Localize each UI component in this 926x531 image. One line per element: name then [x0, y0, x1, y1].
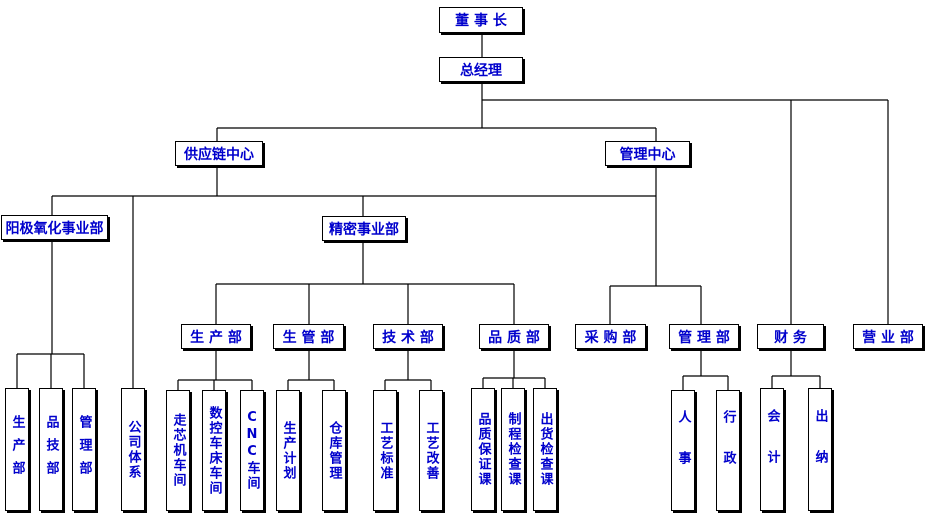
purchasing-dept-box: 采 购 部 — [575, 324, 646, 349]
quality-dept-box: 品 质 部 — [479, 324, 549, 349]
anodizing-management-box: 管理部 — [72, 388, 96, 511]
human-resources-box: 人事 — [671, 390, 695, 511]
process-standard-box: 工艺标准 — [373, 390, 397, 511]
production-planning-box: 生产计划 — [276, 390, 300, 511]
administration-dept-box: 管 理 部 — [669, 324, 739, 349]
anodizing-quality-tech-box: 品技部 — [39, 388, 63, 511]
chairman-box: 董 事 长 — [439, 7, 523, 33]
company-system-box: 公司体系 — [121, 388, 145, 511]
cnc-workshop-box: CNC车间 — [240, 390, 264, 511]
anodizing-division-box: 阳极氧化事业部 — [1, 215, 108, 240]
management-center-box: 管理中心 — [605, 141, 690, 166]
accounting-box: 会计 — [760, 388, 784, 511]
general-manager-box: 总经理 — [439, 57, 523, 82]
in-process-inspection-box: 制程检查课 — [501, 388, 525, 511]
sales-dept-box: 营 业 部 — [853, 324, 923, 349]
production-dept-box: 生 产 部 — [181, 324, 251, 349]
process-improvement-box: 工艺改善 — [419, 390, 443, 511]
warehouse-management-box: 仓库管理 — [322, 390, 346, 511]
cnc-lathe-workshop-box: 数控车床车间 — [202, 390, 226, 511]
precision-division-box: 精密事业部 — [322, 216, 406, 241]
cashier-box: 出纳 — [808, 388, 832, 511]
outgoing-inspection-box: 出货检查课 — [533, 388, 557, 511]
finance-box: 财 务 — [757, 324, 824, 349]
quality-assurance-box: 品质保证课 — [471, 388, 495, 511]
supply-chain-center-box: 供应链中心 — [175, 141, 263, 166]
production-management-dept-box: 生 管 部 — [273, 324, 344, 349]
core-machine-workshop-box: 走芯机车间 — [166, 390, 190, 511]
technology-dept-box: 技 术 部 — [373, 324, 443, 349]
administration-box: 行政 — [716, 390, 740, 511]
anodizing-production-box: 生产部 — [5, 388, 29, 511]
